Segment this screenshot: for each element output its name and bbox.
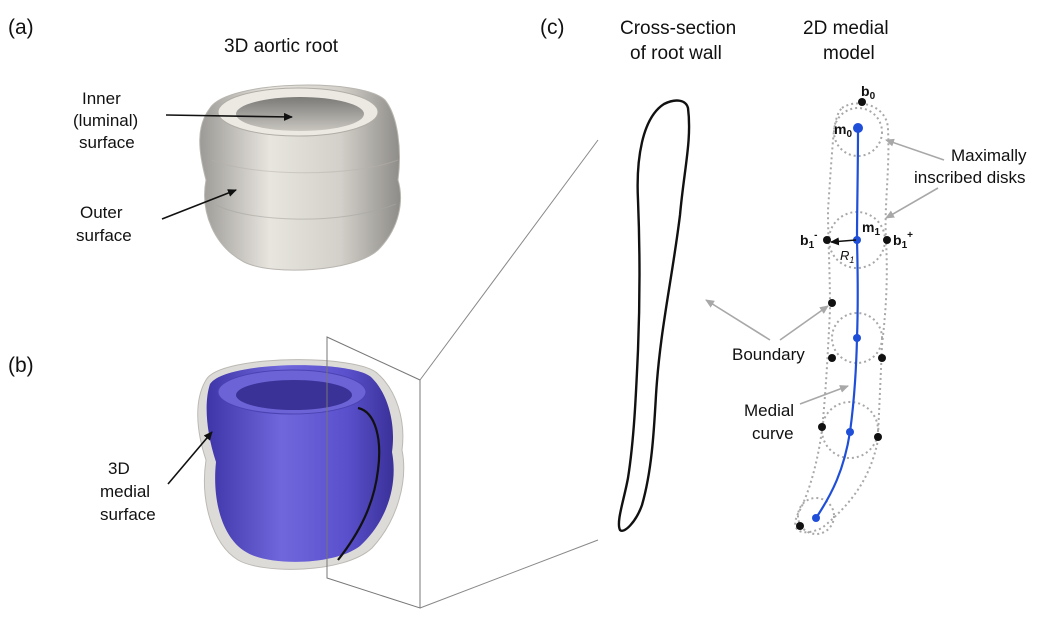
cutting-plane — [326, 139, 599, 609]
medial-point-4 — [812, 514, 820, 522]
cross-section-title-line2: of root wall — [630, 43, 722, 64]
label-m0: m0 — [834, 121, 852, 140]
inner-surface-label-line2: (luminal) — [73, 111, 138, 130]
outer-surface-label-line1: Outer — [80, 203, 123, 222]
inscribed-disk-2 — [831, 312, 883, 364]
label-m1: m1 — [862, 219, 880, 238]
medial-surface-label-line1: 3D — [108, 459, 130, 478]
medial-curve-arrow — [799, 385, 849, 405]
medial-point-2 — [853, 334, 861, 342]
boundary-label: Boundary — [732, 345, 805, 364]
boundary-arrow-left — [705, 299, 771, 341]
inscribed-disk-3 — [821, 401, 879, 459]
boundary-point-b1-minus — [823, 236, 831, 244]
aortic-root-3d-model — [199, 84, 401, 271]
inscribed-disk-0 — [833, 107, 883, 157]
label-b1-plus: b1+ — [893, 230, 913, 251]
medial-curve-label-line2: curve — [752, 424, 794, 443]
inner-surface-label-line1: Inner — [82, 89, 121, 108]
boundary-point-5 — [828, 299, 836, 307]
medial-point-m0 — [853, 123, 863, 133]
panel-c-label: (c) — [540, 16, 565, 39]
boundary-point-9 — [874, 433, 882, 441]
projection-line-bottom — [419, 539, 599, 609]
panel-c: (c) Cross-section of root wall 2D medial… — [540, 16, 1027, 535]
boundary-point-7 — [878, 354, 886, 362]
medial-point-3 — [846, 428, 854, 436]
panel-b: (b) 3D medial surface — [8, 354, 405, 570]
label-b0: b0 — [861, 83, 876, 102]
medial-model-title-line1: 2D medial — [803, 18, 889, 39]
outer-surface-label-line2: surface — [76, 226, 132, 245]
medial-surface-arrow — [167, 431, 213, 485]
medial-point-m1 — [853, 236, 861, 244]
boundary-point-b1-plus — [883, 236, 891, 244]
boundary-point-6 — [828, 354, 836, 362]
boundary-point-10 — [796, 522, 804, 530]
medial-model-title-line2: model — [823, 43, 875, 64]
inner-surface-label-line3: surface — [79, 133, 135, 152]
label-r1: R1 — [840, 248, 854, 265]
cross-section-cut-curve — [337, 406, 381, 561]
cross-section-boundary — [617, 99, 691, 532]
boundary-point-b0 — [858, 98, 866, 106]
boundary-arrow-right — [779, 305, 829, 341]
panel-a-label: (a) — [8, 16, 34, 39]
cross-section-title-line1: Cross-section — [620, 18, 736, 39]
medial-surface-label-line3: surface — [100, 505, 156, 524]
radius-arrow — [830, 237, 857, 246]
projection-line-top — [419, 139, 599, 381]
medial-model-boundary — [794, 102, 890, 534]
panel-a: (a) 3D aortic root Inner (luminal) surfa… — [8, 16, 401, 271]
outer-surface-arrow — [161, 189, 237, 220]
inscribed-disk-4 — [797, 497, 835, 535]
inner-surface-arrow — [165, 112, 293, 121]
disks-arrow-top — [885, 138, 945, 161]
boundary-point-8 — [818, 423, 826, 431]
panel-a-title: 3D aortic root — [224, 36, 339, 57]
medial-surface-label-line2: medial — [100, 482, 150, 501]
medial-curve-label-line1: Medial — [744, 401, 794, 420]
disks-label-line1: Maximally — [951, 146, 1027, 165]
label-b1-minus: b1- — [800, 230, 817, 251]
medial-curve — [815, 127, 860, 519]
disks-arrow-bottom — [885, 187, 939, 219]
panel-b-label: (b) — [8, 354, 34, 377]
disks-label-line2: inscribed disks — [914, 168, 1026, 187]
medial-surface-3d-model — [197, 359, 405, 570]
